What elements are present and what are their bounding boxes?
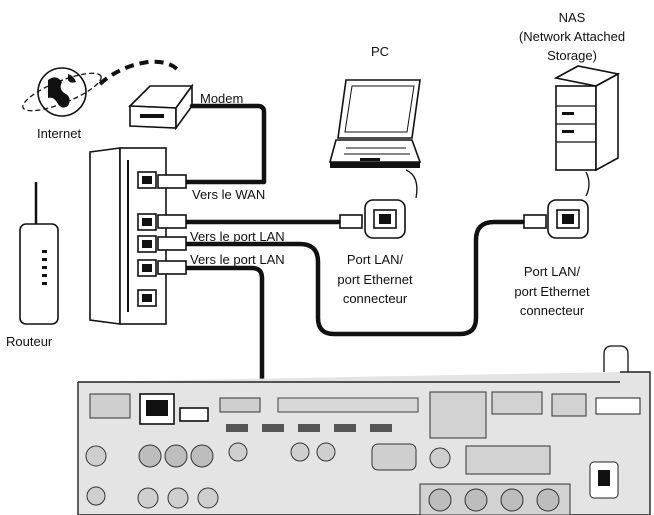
routeur-label: Routeur <box>6 334 53 349</box>
nas-icon <box>553 65 621 172</box>
cable-lan-nas <box>182 219 533 337</box>
vers-lan-label-2: Vers le port LAN <box>190 252 285 267</box>
rj45-plug-icon <box>157 174 187 275</box>
nas-label-line3: Storage) <box>547 48 597 63</box>
pc-port-label-line3: connecteur <box>343 291 408 306</box>
nas-label-line2: (Network Attached <box>519 29 625 44</box>
router-icon <box>19 182 59 325</box>
laptop-port-pointer <box>405 169 418 199</box>
nas-port-pointer <box>585 171 590 197</box>
router-port-panel <box>89 147 167 325</box>
globe-icon <box>22 67 102 117</box>
cable-wan <box>182 103 267 185</box>
vers-wan-label: Vers le WAN <box>192 187 265 202</box>
nas-port-label-line3: connecteur <box>520 303 585 318</box>
modem-label: Modem <box>200 91 243 106</box>
pc-port-label-line2: port Ethernet <box>337 272 413 287</box>
nas-port-label-line2: port Ethernet <box>514 284 590 299</box>
modem-icon <box>128 83 194 131</box>
laptop-icon <box>328 79 422 168</box>
pc-port-label-line1: Port LAN/ <box>347 252 404 267</box>
internet-label: Internet <box>37 126 81 141</box>
vers-lan-label-1: Vers le port LAN <box>190 229 285 244</box>
pc-label: PC <box>371 44 389 59</box>
nas-label-line1: NAS <box>559 10 586 25</box>
nas-port-label-line1: Port LAN/ <box>524 264 581 279</box>
nas-ethernet-jack-icon <box>523 199 589 239</box>
wireless-link <box>98 59 182 86</box>
receiver-panel <box>77 345 651 515</box>
receiver-rj45-plug-icon <box>179 407 209 422</box>
pc-ethernet-jack-icon <box>339 199 406 239</box>
